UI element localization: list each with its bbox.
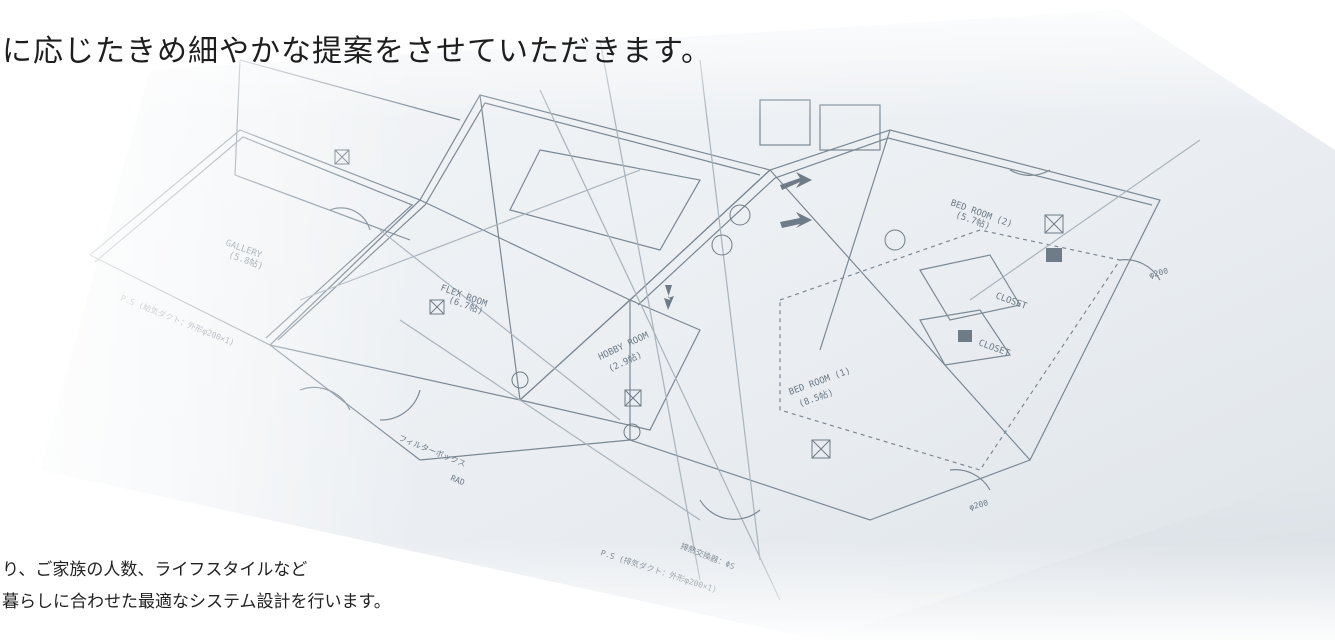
body-text: り、ご家族の人数、ライフスタイルなど 暮らしに合わせた最適なシステム設計を行いま… xyxy=(2,554,391,618)
airflow-arrows xyxy=(664,172,1062,342)
body-line-2: 暮らしに合わせた最適なシステム設計を行います。 xyxy=(2,592,391,612)
headline: に応じたきめ細やかな提案をさせていただきます。 xyxy=(2,34,712,69)
body-line-1: り、ご家族の人数、ライフスタイルなど xyxy=(2,560,308,580)
